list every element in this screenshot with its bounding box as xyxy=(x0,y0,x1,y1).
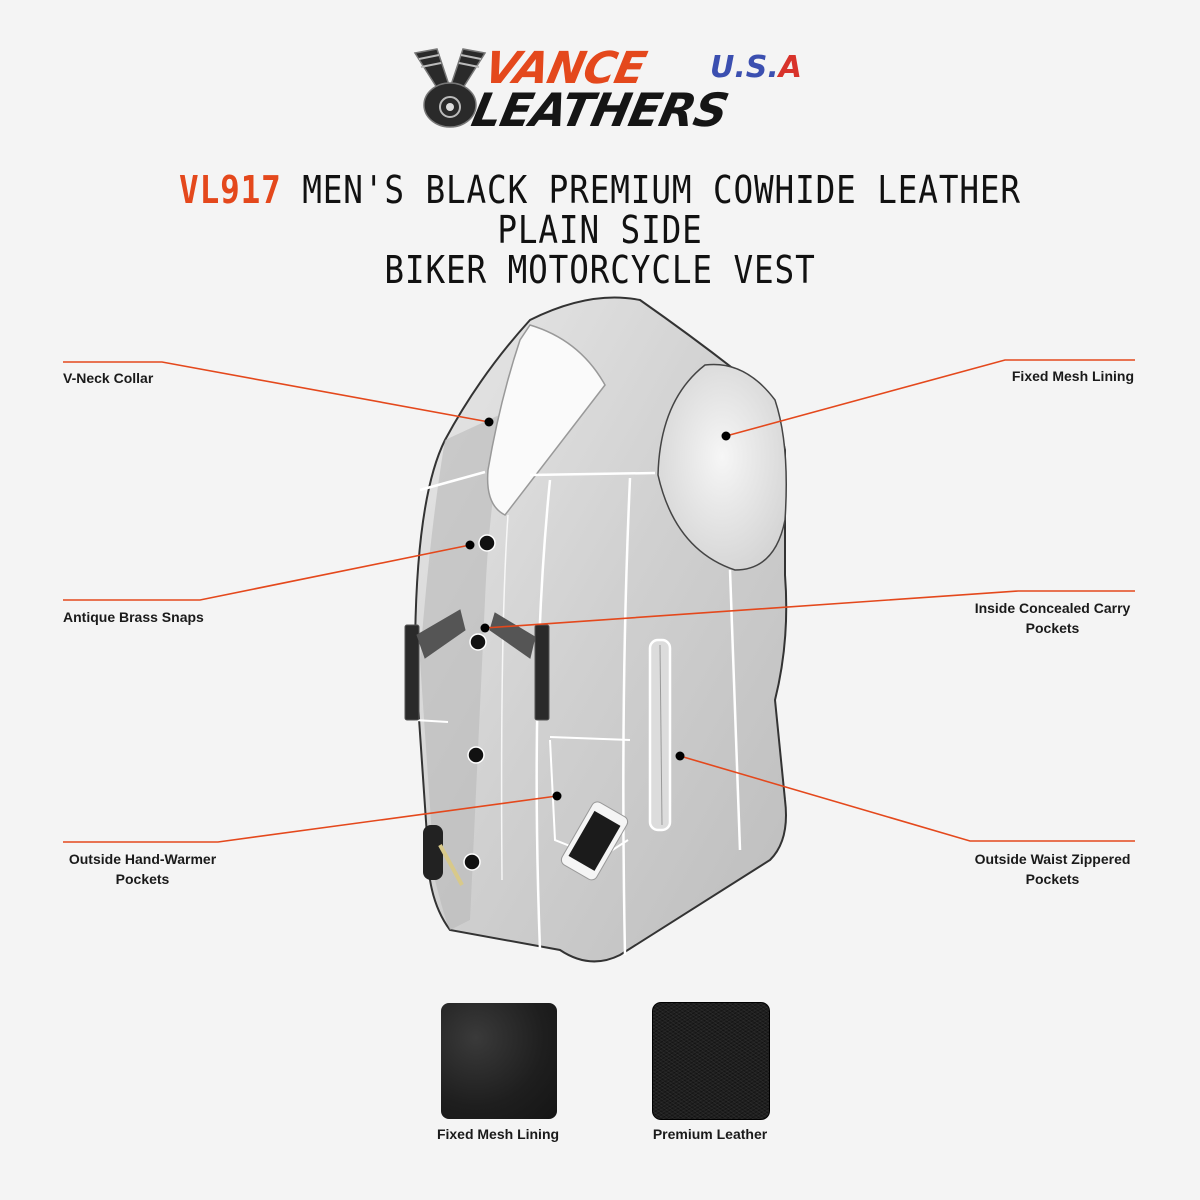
brand-logo: VANCE U.S.A LEATHERS xyxy=(405,43,802,137)
callout-vneck-collar: V-Neck Collar xyxy=(63,370,154,386)
snap xyxy=(467,746,485,764)
swatch-mesh-lining xyxy=(441,1003,557,1119)
snap xyxy=(478,534,496,552)
phone-icon xyxy=(560,801,629,881)
callout-waist-line1: Outside Waist Zippered xyxy=(974,851,1131,867)
product-title: VL917 MEN'S BLACK PREMIUM COWHIDE LEATHE… xyxy=(170,170,1030,290)
swatch-label-premium-leather: Premium Leather xyxy=(652,1126,768,1142)
vest-image xyxy=(404,296,788,963)
logo-word-leathers: LEATHERS xyxy=(467,83,733,137)
callout-antique-brass-snaps: Antique Brass Snaps xyxy=(63,609,204,625)
callout-concealed-carry-pockets: Inside Concealed Carry Pockets xyxy=(960,598,1145,638)
callout-waist-zippered-pockets: Outside Waist Zippered Pockets xyxy=(955,849,1150,889)
swatch-premium-leather xyxy=(653,1003,769,1119)
product-code: VL917 xyxy=(179,168,282,212)
swatch-label-mesh-lining: Fixed Mesh Lining xyxy=(436,1126,560,1142)
v-twin-engine-icon xyxy=(413,48,487,128)
callout-hand-warmer-pockets: Outside Hand-Warmer Pockets xyxy=(50,849,235,889)
pistol-icon xyxy=(404,609,466,721)
callout-hand-warmer-line2: Pockets xyxy=(115,871,170,887)
callout-hand-warmer-line1: Outside Hand-Warmer xyxy=(68,851,217,867)
logo-usa: U.S.A xyxy=(710,53,802,83)
title-line-1: VL917 MEN'S BLACK PREMIUM COWHIDE LEATHE… xyxy=(170,170,1030,250)
callout-carry-line1: Inside Concealed Carry xyxy=(974,600,1131,616)
logo-usa-blue: U.S. xyxy=(710,50,779,85)
callout-fixed-mesh-lining: Fixed Mesh Lining xyxy=(1011,368,1134,384)
title-line-2: BIKER MOTORCYCLE VEST xyxy=(384,248,816,292)
callout-waist-line2: Pockets xyxy=(1025,871,1080,887)
snap xyxy=(463,853,481,871)
snap xyxy=(469,633,487,651)
title-text: MEN'S BLACK PREMIUM COWHIDE LEATHER PLAI… xyxy=(281,168,1021,252)
logo-usa-red: A xyxy=(778,50,802,85)
callout-carry-line2: Pockets xyxy=(1025,620,1080,636)
